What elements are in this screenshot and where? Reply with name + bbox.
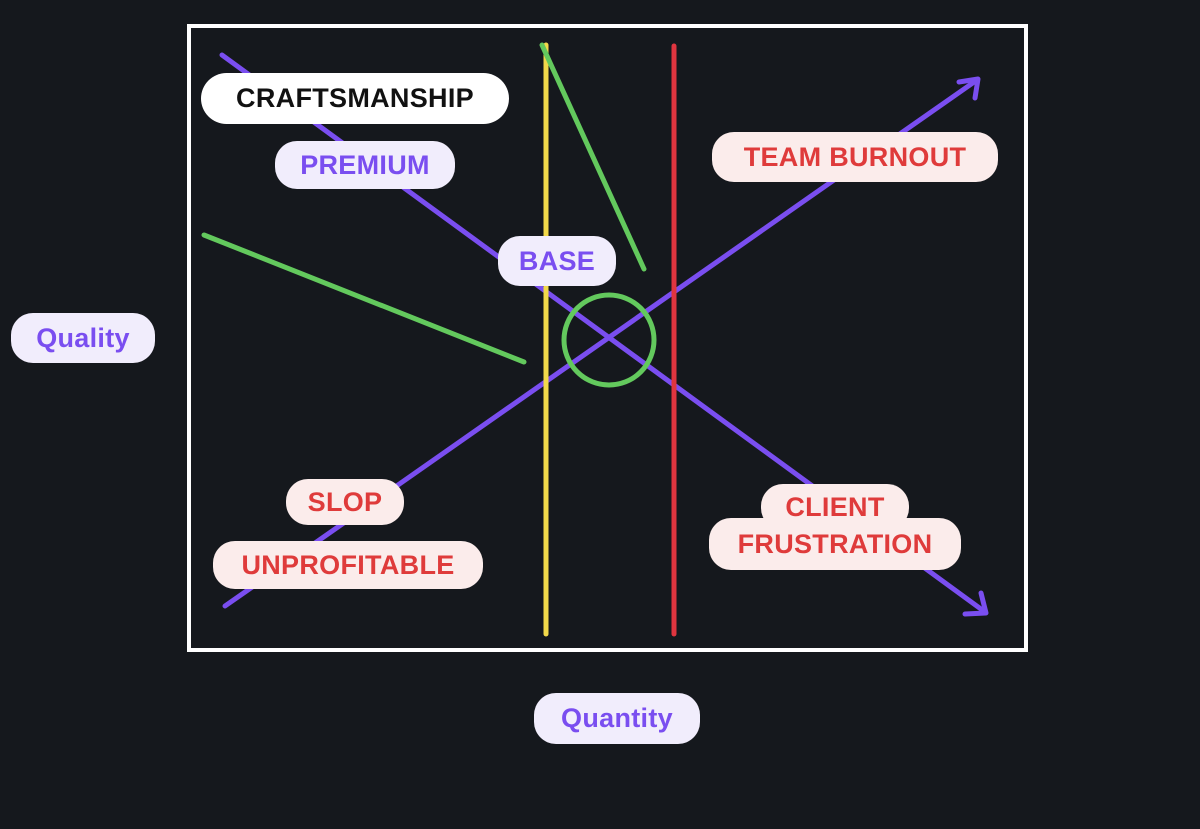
growth-arrowhead <box>956 76 981 101</box>
slop-label: SLOP <box>286 479 404 525</box>
premium-label: PREMIUM <box>275 141 455 189</box>
team-burnout-label: TEAM BURNOUT <box>712 132 998 182</box>
y-axis-label: Quality <box>11 313 155 363</box>
craftsmanship-label: CRAFTSMANSHIP <box>201 73 509 124</box>
chart-frame <box>187 24 1028 652</box>
green-pointer-line-left <box>201 232 527 365</box>
client-frustration-line1: CLIENT <box>761 484 909 530</box>
quality-decline-arrowhead <box>962 590 989 617</box>
base-label: BASE <box>498 236 616 286</box>
client-frustration-label: FRUSTRATION CLIENT <box>709 484 961 570</box>
x-axis-label: Quantity <box>534 693 700 744</box>
unprofitable-label: UNPROFITABLE <box>213 541 483 589</box>
green-pointer-line-top <box>539 42 647 272</box>
sweet-spot-circle <box>561 292 657 388</box>
